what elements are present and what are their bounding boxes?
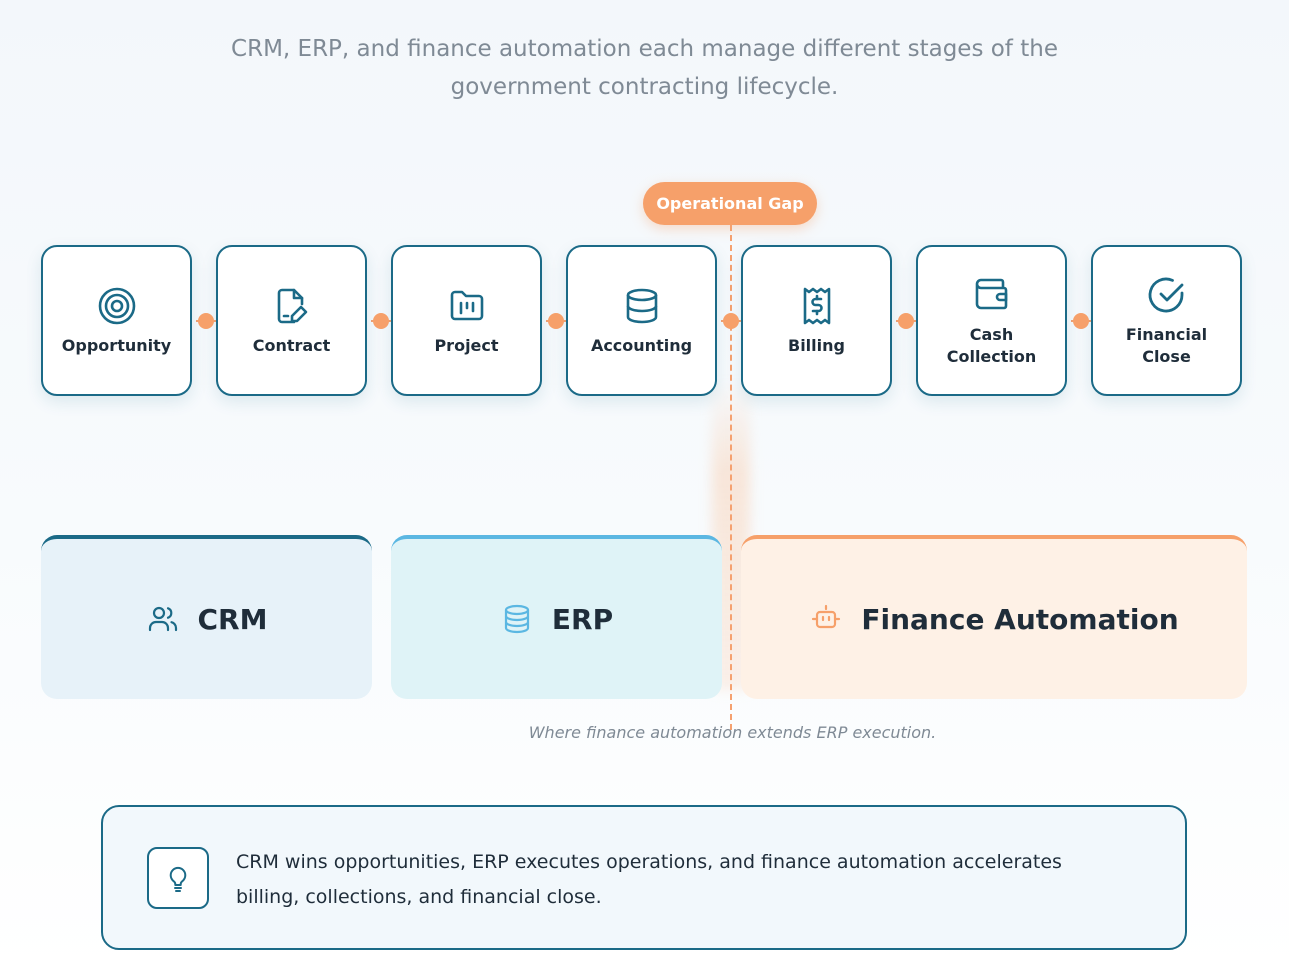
operational-gap-badge: Operational Gap xyxy=(643,182,817,225)
target-icon xyxy=(96,285,138,327)
gap-caption: Where finance automation extends ERP exe… xyxy=(528,723,937,742)
stage-label: Financial Close xyxy=(1125,324,1208,366)
stage-opportunity: Opportunity xyxy=(41,245,192,396)
stage-label: Cash Collection xyxy=(946,324,1037,366)
database-icon xyxy=(500,602,534,636)
database-icon xyxy=(621,285,663,327)
system-crm: CRM xyxy=(41,535,372,699)
system-finance-automation: Finance Automation xyxy=(741,535,1247,699)
stage-accounting: Accounting xyxy=(566,245,717,396)
stage-contract: Contract xyxy=(216,245,367,396)
system-name: CRM xyxy=(197,602,268,636)
system-name: ERP xyxy=(551,602,614,636)
subtitle-line-2: government contracting lifecycle. xyxy=(450,74,839,100)
stage-cash-collection: Cash Collection xyxy=(916,245,1067,396)
stage-financial-close: Financial Close xyxy=(1091,245,1242,396)
system-erp: ERP xyxy=(391,535,722,699)
receipt-dollar-icon xyxy=(796,285,838,327)
insight-callout: CRM wins opportunities, ERP executes ope… xyxy=(101,805,1187,950)
wallet-icon xyxy=(971,274,1013,316)
lightbulb-icon xyxy=(147,847,209,909)
connector-dot xyxy=(1073,313,1089,329)
contract-edit-icon xyxy=(271,285,313,327)
connector-dot xyxy=(548,313,564,329)
insight-text: CRM wins opportunities, ERP executes ope… xyxy=(236,851,1062,908)
connector-dot xyxy=(373,313,389,329)
stage-label: Project xyxy=(434,335,499,355)
connector-dot xyxy=(898,313,914,329)
bot-icon xyxy=(809,602,843,636)
page-subtitle: CRM, ERP, and finance automation each ma… xyxy=(0,30,1289,106)
connector-dot xyxy=(723,313,739,329)
connector-dot xyxy=(198,313,214,329)
stage-label: Contract xyxy=(252,335,331,355)
stage-billing: Billing xyxy=(741,245,892,396)
operational-gap-line xyxy=(730,225,732,730)
users-icon xyxy=(146,602,180,636)
stage-label: Opportunity xyxy=(61,335,172,355)
system-name: Finance Automation xyxy=(861,602,1179,636)
stage-label: Accounting xyxy=(590,335,693,355)
stage-label: Billing xyxy=(788,335,845,355)
folder-kanban-icon xyxy=(446,285,488,327)
stage-project: Project xyxy=(391,245,542,396)
subtitle-line-1: CRM, ERP, and finance automation each ma… xyxy=(231,36,1058,62)
check-circle-icon xyxy=(1146,274,1188,316)
